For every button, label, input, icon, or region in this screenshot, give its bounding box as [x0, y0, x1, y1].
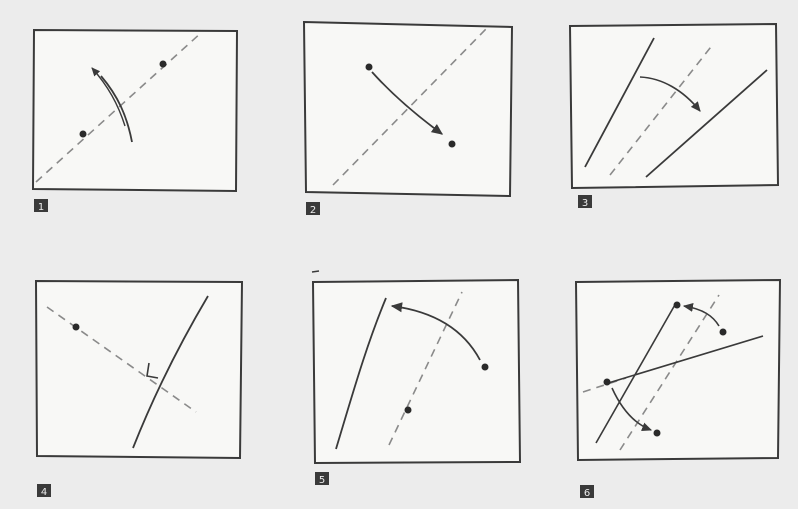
panel-5-tick-mark: [311, 270, 320, 273]
panel-4-badge: [37, 484, 51, 497]
panel-4-right-angle-mark: [146, 362, 159, 379]
panel-5: 5: [311, 270, 522, 486]
panel-1-dashed-axis: [35, 31, 203, 183]
panel-2-label: 2: [310, 205, 316, 216]
panel-6-dashed-axis-flat: [582, 377, 627, 393]
panel-4: 4: [34, 279, 244, 498]
panel-5-dashed-axis: [388, 291, 463, 446]
panel-3-frame: [568, 22, 780, 190]
panel-6-solid-line-flat: [604, 335, 764, 385]
panel-4-label: 4: [41, 487, 47, 498]
panel-2-point-start: [365, 63, 373, 71]
panel-3-badge: [578, 195, 592, 208]
panel-5-point-dashed: [404, 406, 412, 414]
panel-2-point-end: [448, 140, 456, 148]
panel-5-point-right: [481, 363, 489, 371]
panel-2-dashed-axis: [332, 28, 487, 186]
panel-3-rotation-arrow: [639, 76, 701, 112]
panel-1-curved-line: [100, 75, 133, 143]
panel-5-badge: [315, 472, 329, 485]
panel-6: 6: [574, 278, 782, 499]
panel-2: 2: [302, 20, 514, 216]
panel-6-dashed-axis-steep: [619, 294, 720, 451]
panel-6-point-top: [673, 301, 681, 309]
panel-4-mirror-line: [132, 295, 209, 449]
panel-3: 3: [568, 22, 780, 209]
panel-2-frame: [302, 20, 514, 198]
panel-1-point-upper: [159, 60, 167, 68]
panel-2-badge: [306, 202, 320, 215]
panel-1-label: 1: [38, 202, 44, 213]
panel-3-line-right: [645, 69, 768, 178]
panel-6-point-right: [719, 328, 727, 336]
panel-2-reflection-arrow: [371, 71, 444, 135]
panel-1-point-lower: [79, 130, 87, 138]
panel-6-frame: [574, 278, 782, 462]
panel-5-rotation-arrow: [390, 302, 481, 361]
panel-6-badge: [580, 485, 594, 498]
panel-4-point: [72, 323, 80, 331]
panel-6-label: 6: [584, 488, 590, 499]
panel-1-rotation-arrow: [91, 67, 126, 127]
panel-1-frame: [31, 28, 239, 193]
panel-3-dashed-axis: [609, 42, 715, 176]
panel-1-badge: [34, 199, 48, 212]
panel-6-point-bottom: [653, 429, 661, 437]
panel-4-dashed-axis: [46, 306, 197, 413]
panel-1: 1: [31, 28, 239, 213]
panel-6-rotation-arrow-lower: [611, 387, 653, 432]
panel-6-point-left: [603, 378, 611, 386]
panel-6-solid-line-steep: [595, 302, 677, 444]
panel-3-line-left: [584, 37, 655, 168]
panel-6-rotation-arrow-upper: [682, 302, 720, 327]
panel-5-frame: [311, 278, 522, 465]
panel-5-solid-line: [335, 297, 387, 450]
panel-3-label: 3: [582, 198, 588, 209]
panel-5-label: 5: [319, 475, 325, 486]
